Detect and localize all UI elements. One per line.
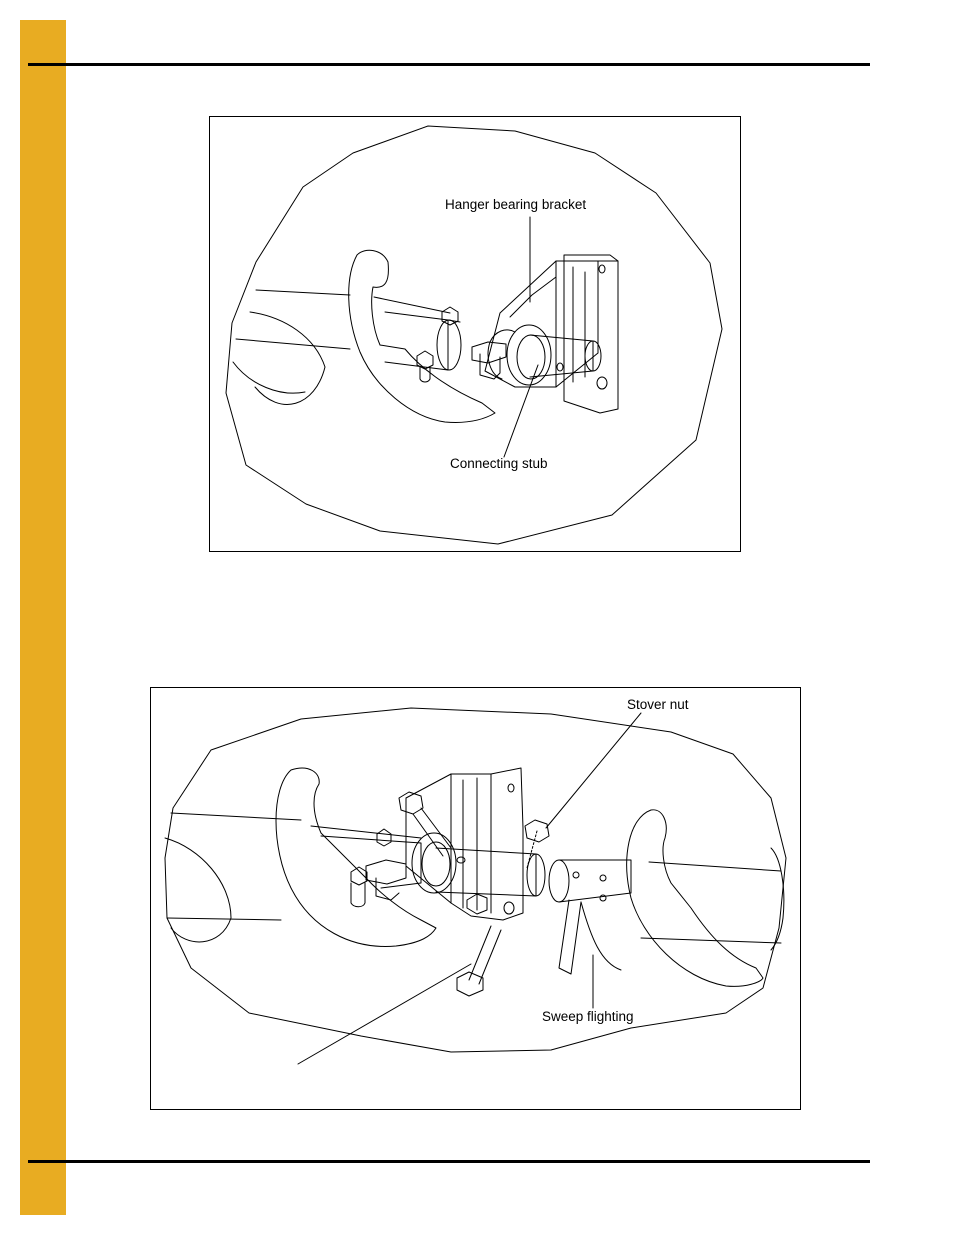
stover-nut-label: Stover nut <box>627 697 689 712</box>
footer-rule <box>28 1160 870 1163</box>
sweep-connection-figure: Stover nut Sweep flighting <box>150 687 801 1110</box>
hanger-bearing-bracket-label: Hanger bearing bracket <box>445 197 587 212</box>
sweep-connection-illustration <box>164 707 787 1065</box>
header-rule <box>28 63 870 66</box>
hanger-bearing-figure: Hanger bearing bracket Connecting stub <box>209 116 741 552</box>
sweep-flighting-label: Sweep flighting <box>542 1009 634 1024</box>
connecting-stub-label: Connecting stub <box>450 456 548 471</box>
chapter-side-tab <box>20 20 66 1215</box>
hanger-bearing-illustration <box>225 125 723 545</box>
